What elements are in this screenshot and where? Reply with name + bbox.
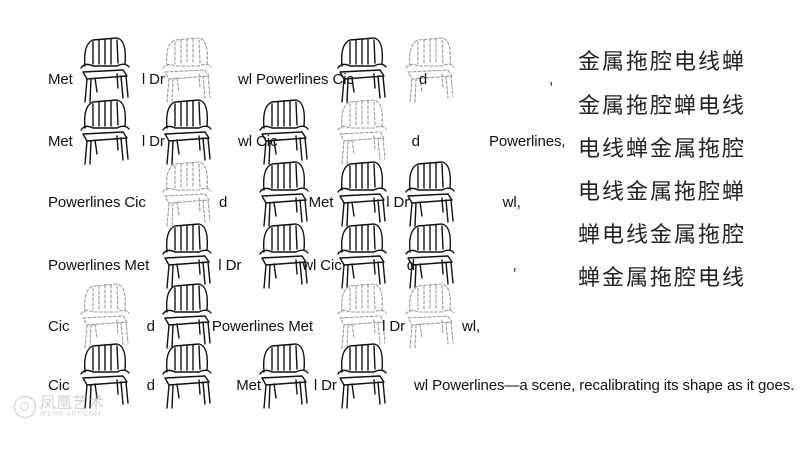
chair [80,37,130,103]
poem-line-2: Met l Dr wl Cic d Powerlines, [48,133,566,150]
cjk-line-1: 金属拖腔电线蝉 [578,50,747,75]
chair [337,161,387,227]
chair [259,343,309,409]
chair [162,223,212,289]
chair [259,223,309,289]
chair-faded [80,283,130,349]
watermark-main: 凤凰艺术 [40,393,105,412]
cjk-line-5: 蝉电线金属拖腔 [578,223,747,248]
watermark-seal-icon [14,395,36,418]
chair [259,161,309,227]
chair [405,223,455,289]
chair [162,99,212,165]
poem-line-3: Powerlines Cic d Met l Dr wl, [48,194,521,211]
poem-line-5: Cic d Powerlines Met l Dr wl, [48,318,481,335]
chair [337,343,387,409]
chair [337,223,387,289]
chair-faded [337,283,387,349]
chair [337,37,387,103]
poem-line-6: Cic d Met l Dr wl Powerlines—a scene, re… [48,377,795,394]
cjk-line-4: 电线金属拖腔蝉 [578,180,747,205]
chair [162,283,212,349]
chair [259,99,309,165]
poem-line-1: Met l Dr wl Powerlines Cic d , [48,71,554,88]
chair-faded [337,99,387,165]
poem-line-4: Powerlines Met l Dr wl Cic d , [48,257,517,274]
watermark-sub: IFENG ART.COM [40,410,102,418]
watermark: 凤凰艺术 IFENG ART.COM [14,395,104,418]
cjk-line-6: 蝉金属拖腔电线 [578,266,747,291]
cjk-line-2: 金属拖腔蝉电线 [578,94,747,119]
chair [162,343,212,409]
cjk-line-3: 电线蝉金属拖腔 [578,137,747,162]
chair [80,343,130,409]
chair [80,99,130,165]
chair-faded [162,37,212,103]
chair-faded [405,37,455,103]
chair [405,161,455,227]
chair-faded [162,161,212,227]
chair-faded [405,283,455,349]
